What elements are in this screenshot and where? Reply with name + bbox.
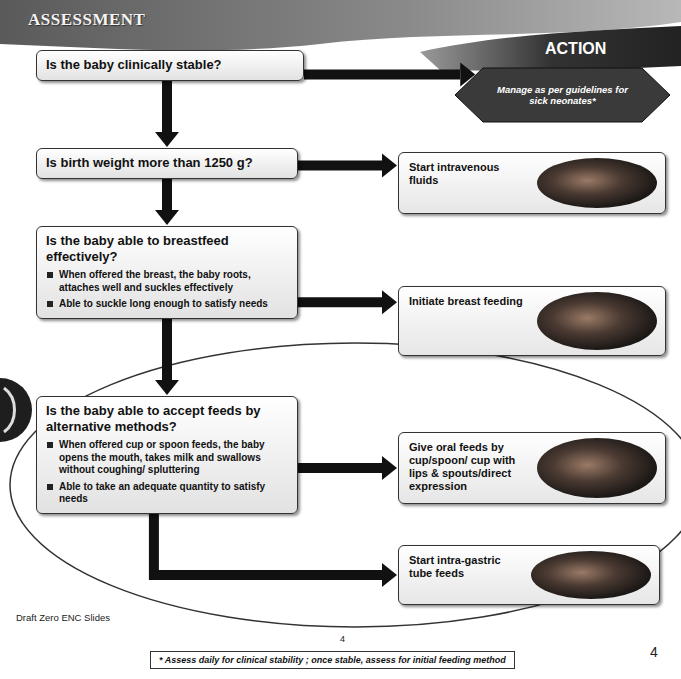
block-arrow <box>154 514 397 588</box>
arrow-shaft <box>298 463 382 473</box>
side-tab <box>0 378 32 442</box>
block-arrow <box>304 63 475 87</box>
side-tab-curve <box>4 388 15 432</box>
arrow-shaft <box>162 179 172 210</box>
block-arrow <box>298 290 397 314</box>
box-heading: Is the baby clinically stable? <box>46 57 294 73</box>
block-arrow <box>298 154 397 178</box>
arrow-head <box>382 456 397 480</box>
box-heading: Start intra-gastric tube feeds <box>409 554 519 580</box>
arrow-head <box>155 132 179 147</box>
decision-box: Is the baby able to breastfeed effective… <box>36 226 298 319</box>
group-ellipse <box>10 343 681 627</box>
arrow-shaft <box>298 161 382 171</box>
photo-illustration <box>537 158 657 208</box>
block-arrow <box>155 179 179 225</box>
action-box: Start intra-gastric tube feeds <box>398 545 660 605</box>
box-heading: Initiate breast feeding <box>409 295 525 308</box>
box-heading: Manage as per guidelines for sick neonat… <box>489 84 636 107</box>
footer-note: Draft Zero ENC Slides <box>16 612 110 623</box>
bullet-text: Able to suckle long enough to satisfy ne… <box>46 298 288 311</box>
box-heading: * Assess daily for clinical stability ; … <box>159 655 506 665</box>
box-heading: Give oral feeds by cup/spoon/ cup with l… <box>409 441 525 493</box>
photo-illustration <box>537 438 657 498</box>
column-heading: ACTION <box>545 40 606 58</box>
banner-shape <box>455 68 670 122</box>
action-box: Initiate breast feeding <box>398 286 666 356</box>
decision-box: Is the baby clinically stable? <box>36 50 304 81</box>
action-box: Start intravenous fluids <box>398 152 666 214</box>
photo-illustration <box>537 292 657 350</box>
action-banner: Manage as per guidelines for sick neonat… <box>455 68 670 122</box>
box-heading: Start intravenous fluids <box>409 161 525 187</box>
page-number: 4 <box>340 634 345 644</box>
footnote-box: * Assess daily for clinical stability ; … <box>150 651 515 669</box>
arrow-shaft <box>162 81 172 132</box>
box-heading: Is the baby able to breastfeed effective… <box>46 233 288 265</box>
arrow-shaft <box>162 319 172 381</box>
bullet-text: When offered the breast, the baby roots,… <box>46 269 288 294</box>
arrow-head <box>155 380 179 395</box>
slide-title: ASSESSMENT <box>28 10 145 30</box>
block-arrow <box>155 319 179 396</box>
bullet-text: Able to take an adequate quantity to sat… <box>46 481 288 506</box>
arrow-head <box>382 290 397 314</box>
action-band <box>420 26 681 71</box>
page-number: 4 <box>650 644 658 660</box>
box-heading: Is birth weight more than 1250 g? <box>46 155 288 171</box>
decision-box: Is birth weight more than 1250 g? <box>36 148 298 179</box>
arrow-head <box>155 210 179 225</box>
arrow-shaft <box>154 514 382 576</box>
action-box: Give oral feeds by cup/spoon/ cup with l… <box>398 432 666 504</box>
block-arrow <box>298 456 397 480</box>
decision-box: Is the baby able to accept feeds by alte… <box>36 396 298 514</box>
arrow-shaft <box>298 297 382 307</box>
arrow-head <box>382 154 397 178</box>
block-arrow <box>155 81 179 147</box>
arrow-shaft <box>304 70 460 80</box>
bullet-text: When offered cup or spoon feeds, the bab… <box>46 439 288 477</box>
photo-illustration <box>531 551 651 599</box>
box-heading: Is the baby able to accept feeds by alte… <box>46 403 288 435</box>
arrow-head <box>382 563 397 587</box>
